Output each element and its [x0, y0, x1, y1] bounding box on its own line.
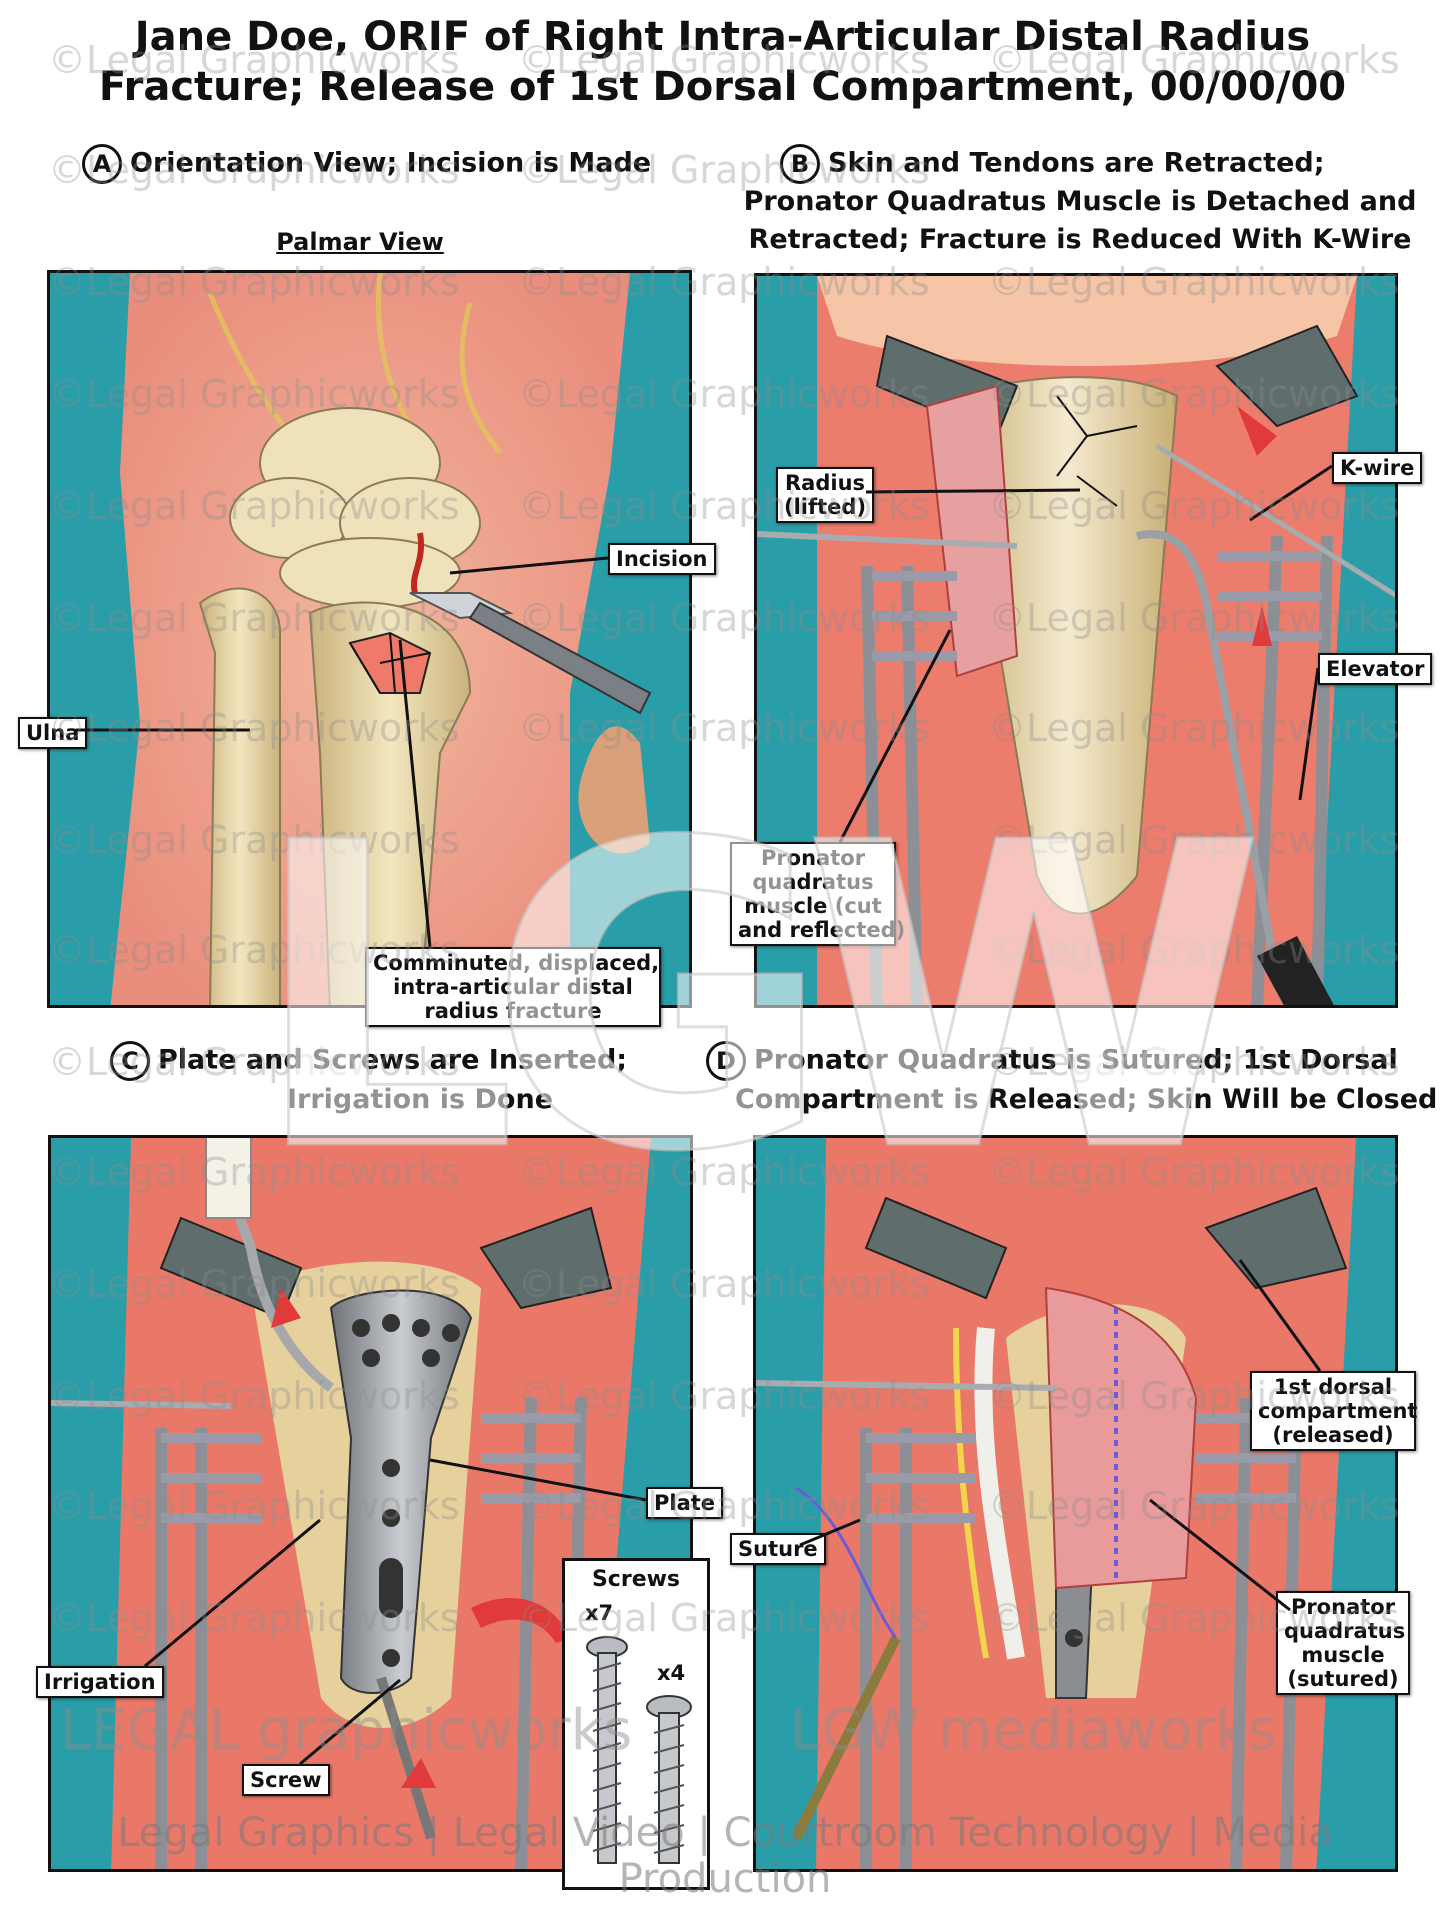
label-dorsal-compartment: 1st dorsal compartment (released) [1250, 1371, 1418, 1451]
panel-c-title-2: Irrigation is Done [286, 1084, 554, 1115]
panel-c-title-text-1: Plate and Screws are Inserted; [158, 1044, 628, 1076]
label-irrigation: Irrigation [36, 1666, 164, 1698]
screw-count-a: x7 [585, 1601, 614, 1625]
label-kwire: K-wire [1332, 452, 1423, 484]
label-pq-l1: Pronator [1290, 1595, 1396, 1619]
brand-left-watermark: LEGAL graphicworks [60, 1698, 633, 1763]
label-fracture: Comminuted, displaced, intra-articular d… [365, 947, 661, 1027]
label-dorsal-l3: (released) [1272, 1423, 1394, 1447]
label-pq-l2: quadratus [1284, 1619, 1406, 1643]
panel-a-letter: A [82, 144, 122, 184]
label-dorsal-l1: 1st dorsal [1273, 1375, 1393, 1399]
panel-b-title-3: Retracted; Fracture is Reduced With K-Wi… [748, 224, 1412, 255]
screws-inset: Screws x7 x4 [562, 1558, 710, 1890]
label-screw: Screw [242, 1764, 330, 1796]
panel-b-title-2: Pronator Quadratus Muscle is Detached an… [743, 186, 1417, 217]
label-elevator: Elevator [1318, 653, 1433, 685]
panel-d-title-2: Compartment is Released; Skin Will be Cl… [735, 1084, 1438, 1115]
title-line-1: Jane Doe, ORIF of Right Intra-Articular … [134, 14, 1311, 60]
label-pq-l3: muscle [1301, 1643, 1385, 1667]
panel-b-art [757, 276, 1395, 1005]
label-pronator-cut: Pronator quadratus muscle (cut and refle… [730, 842, 906, 946]
panel-a-title-text: Orientation View; Incision is Made [130, 147, 652, 179]
panel-b-illustration [754, 273, 1398, 1008]
footer-watermark: Legal Graphics | Legal Video | Courtroom… [117, 1810, 1333, 1902]
label-dorsal-l2: compartment [1258, 1399, 1418, 1423]
panel-d-letter: D [706, 1041, 746, 1081]
brand-right-watermark: LGW mediaworks [790, 1698, 1277, 1763]
label-pronator-cut-l1: Pronator [760, 846, 866, 870]
label-fracture-l3: radius fracture [424, 999, 602, 1023]
screws-header: Screws [591, 1567, 681, 1592]
label-fracture-l1: Comminuted, displaced, [373, 951, 660, 975]
panel-d-title-text-1: Pronator Quadratus is Sutured; 1st Dorsa… [754, 1044, 1398, 1076]
label-suture: Suture [730, 1533, 826, 1565]
panel-c-letter: C [110, 1041, 150, 1081]
panel-b-title-text-1: Skin and Tendons are Retracted; [828, 147, 1325, 179]
panel-b-letter: B [780, 144, 820, 184]
label-incision: Incision [608, 543, 716, 575]
panel-a-subtitle: Palmar View [276, 228, 444, 256]
label-pronator-cut-l3: muscle (cut [744, 894, 882, 918]
title-line-2: Fracture; Release of 1st Dorsal Compartm… [98, 64, 1347, 110]
label-plate: Plate [646, 1487, 724, 1519]
label-radius: Radius (lifted) [776, 467, 875, 523]
label-radius-l1: Radius [785, 471, 866, 495]
label-pronator-cut-l2: quadratus [752, 870, 874, 894]
panel-a-illustration [47, 270, 692, 1008]
panel-a-art [50, 273, 689, 1005]
screw-count-b: x4 [657, 1661, 686, 1685]
label-radius-l2: (lifted) [784, 495, 867, 519]
label-pq-l4: (sutured) [1287, 1667, 1399, 1691]
screws-art [586, 1636, 692, 1864]
label-pq-sutured: Pronator quadratus muscle (sutured) [1276, 1591, 1410, 1695]
label-ulna: Ulna [18, 717, 88, 749]
label-pronator-cut-l4: and reflected) [738, 918, 906, 942]
label-fracture-l2: intra-articular distal [393, 975, 633, 999]
